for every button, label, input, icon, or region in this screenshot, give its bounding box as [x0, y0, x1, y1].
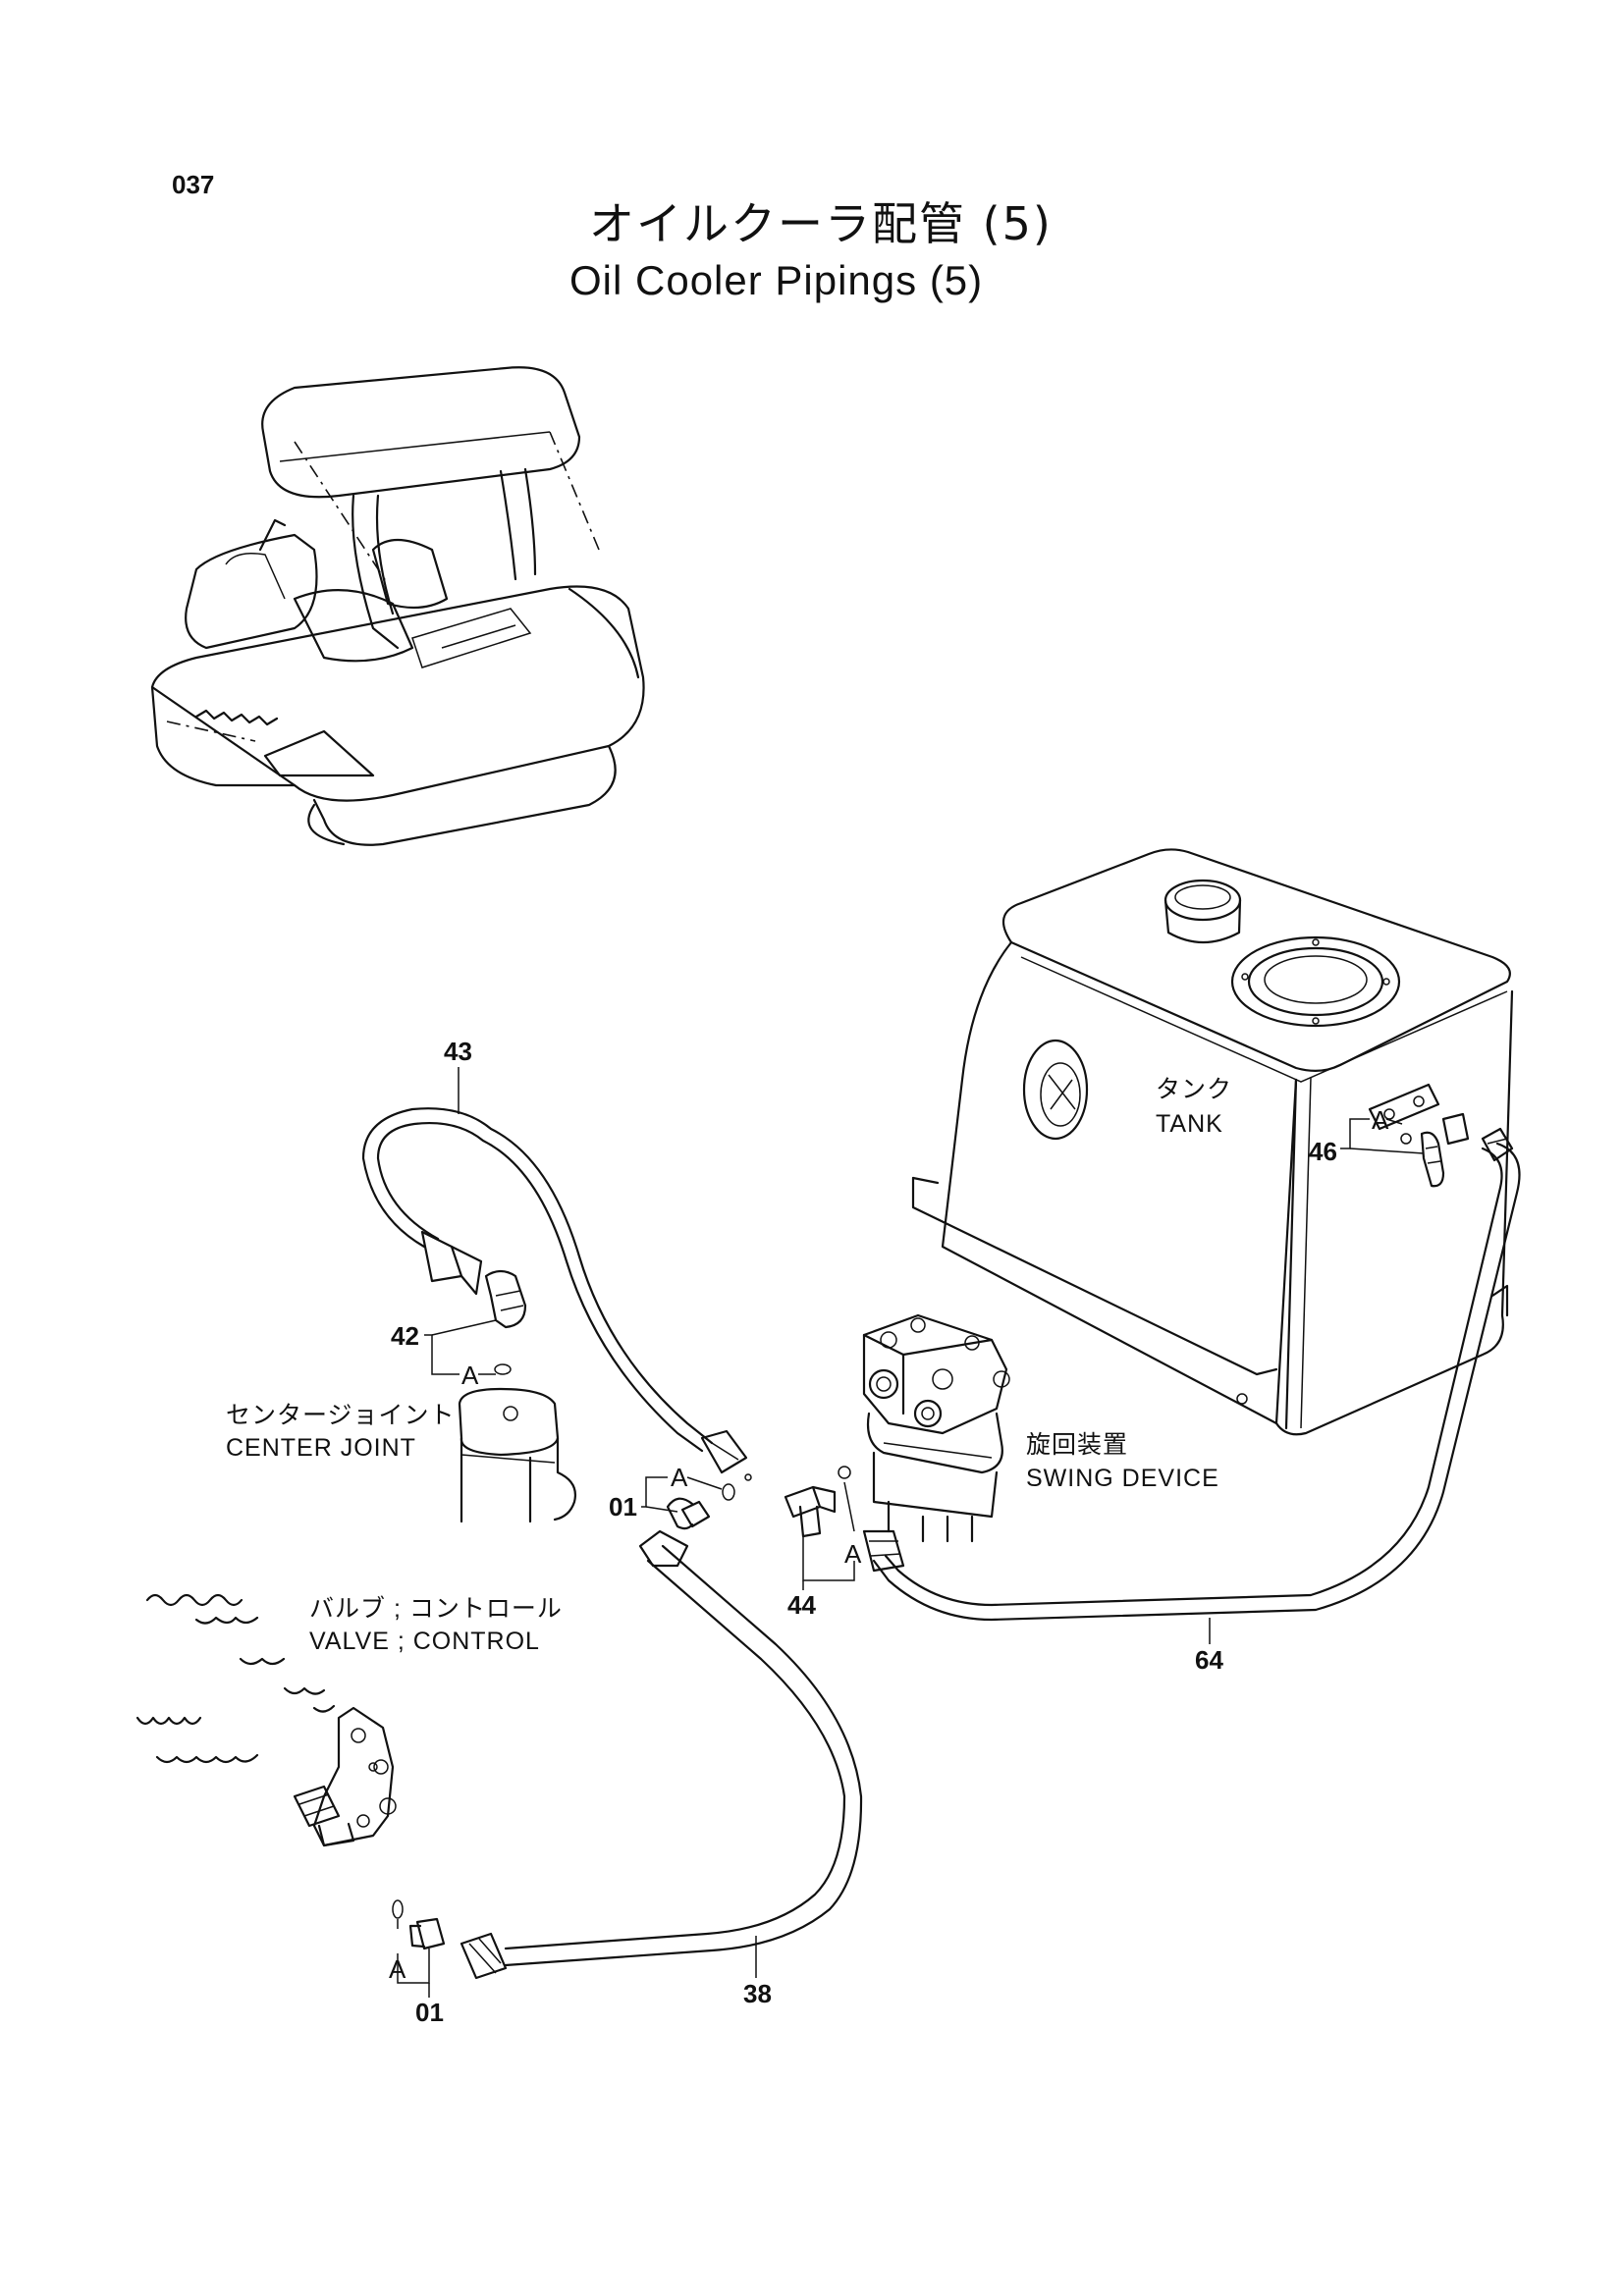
control-valve-label-en: VALVE ; CONTROL	[309, 1628, 540, 1655]
callout-44: 44	[787, 1590, 816, 1620]
ref-a-valve: A	[389, 1954, 406, 1984]
page-title-en: Oil Cooler Pipings (5)	[569, 257, 984, 303]
callout-42: 42	[391, 1321, 419, 1351]
swing-device-label-en: SWING DEVICE	[1026, 1465, 1219, 1492]
tank-label-en: TANK	[1156, 1110, 1223, 1138]
swing-motor-icon	[862, 1313, 1010, 1543]
straight-fitting-01a-icon	[666, 1473, 752, 1530]
callout-43: 43	[444, 1037, 472, 1066]
callout-46: 46	[1309, 1137, 1337, 1166]
callout-38: 38	[743, 1979, 772, 2008]
hose-64-icon	[862, 1127, 1521, 1622]
control-valve-label-jp: バルブ ; コントロール	[309, 1595, 563, 1623]
tank-label-jp: タンク	[1156, 1076, 1233, 1103]
ref-a-center-joint: A	[461, 1361, 479, 1390]
tee-fitting-44-icon	[784, 1466, 851, 1538]
ref-a-tank: A	[1372, 1105, 1389, 1135]
control-valve-icon	[135, 1593, 397, 1847]
center-joint-label-jp: センタージョイント	[226, 1402, 456, 1429]
leader-lines	[397, 1067, 1425, 1998]
page-number: 037	[172, 170, 215, 199]
center-joint-icon	[458, 1363, 576, 1523]
excavator-overview-icon	[150, 366, 645, 846]
callout-01-upper: 01	[609, 1492, 637, 1522]
hydraulic-tank-icon	[911, 848, 1514, 1436]
callout-64: 64	[1195, 1645, 1223, 1675]
hose-38-icon	[460, 1529, 863, 1980]
ref-a-upper-fitting: A	[671, 1463, 688, 1492]
callout-01-lower: 01	[415, 1998, 444, 2027]
hose-43-icon	[361, 1107, 748, 1474]
swing-device-label-jp: 旋回装置	[1026, 1431, 1129, 1459]
elbow-fitting-42-icon	[484, 1269, 527, 1329]
elbow-fitting-46-icon	[1400, 1131, 1445, 1188]
ref-a-tee: A	[844, 1539, 862, 1569]
straight-fitting-01b-icon	[392, 1899, 446, 1950]
center-joint-label-en: CENTER JOINT	[226, 1434, 416, 1462]
page-title-jp: オイルクーラ配管 (5)	[589, 197, 1053, 250]
